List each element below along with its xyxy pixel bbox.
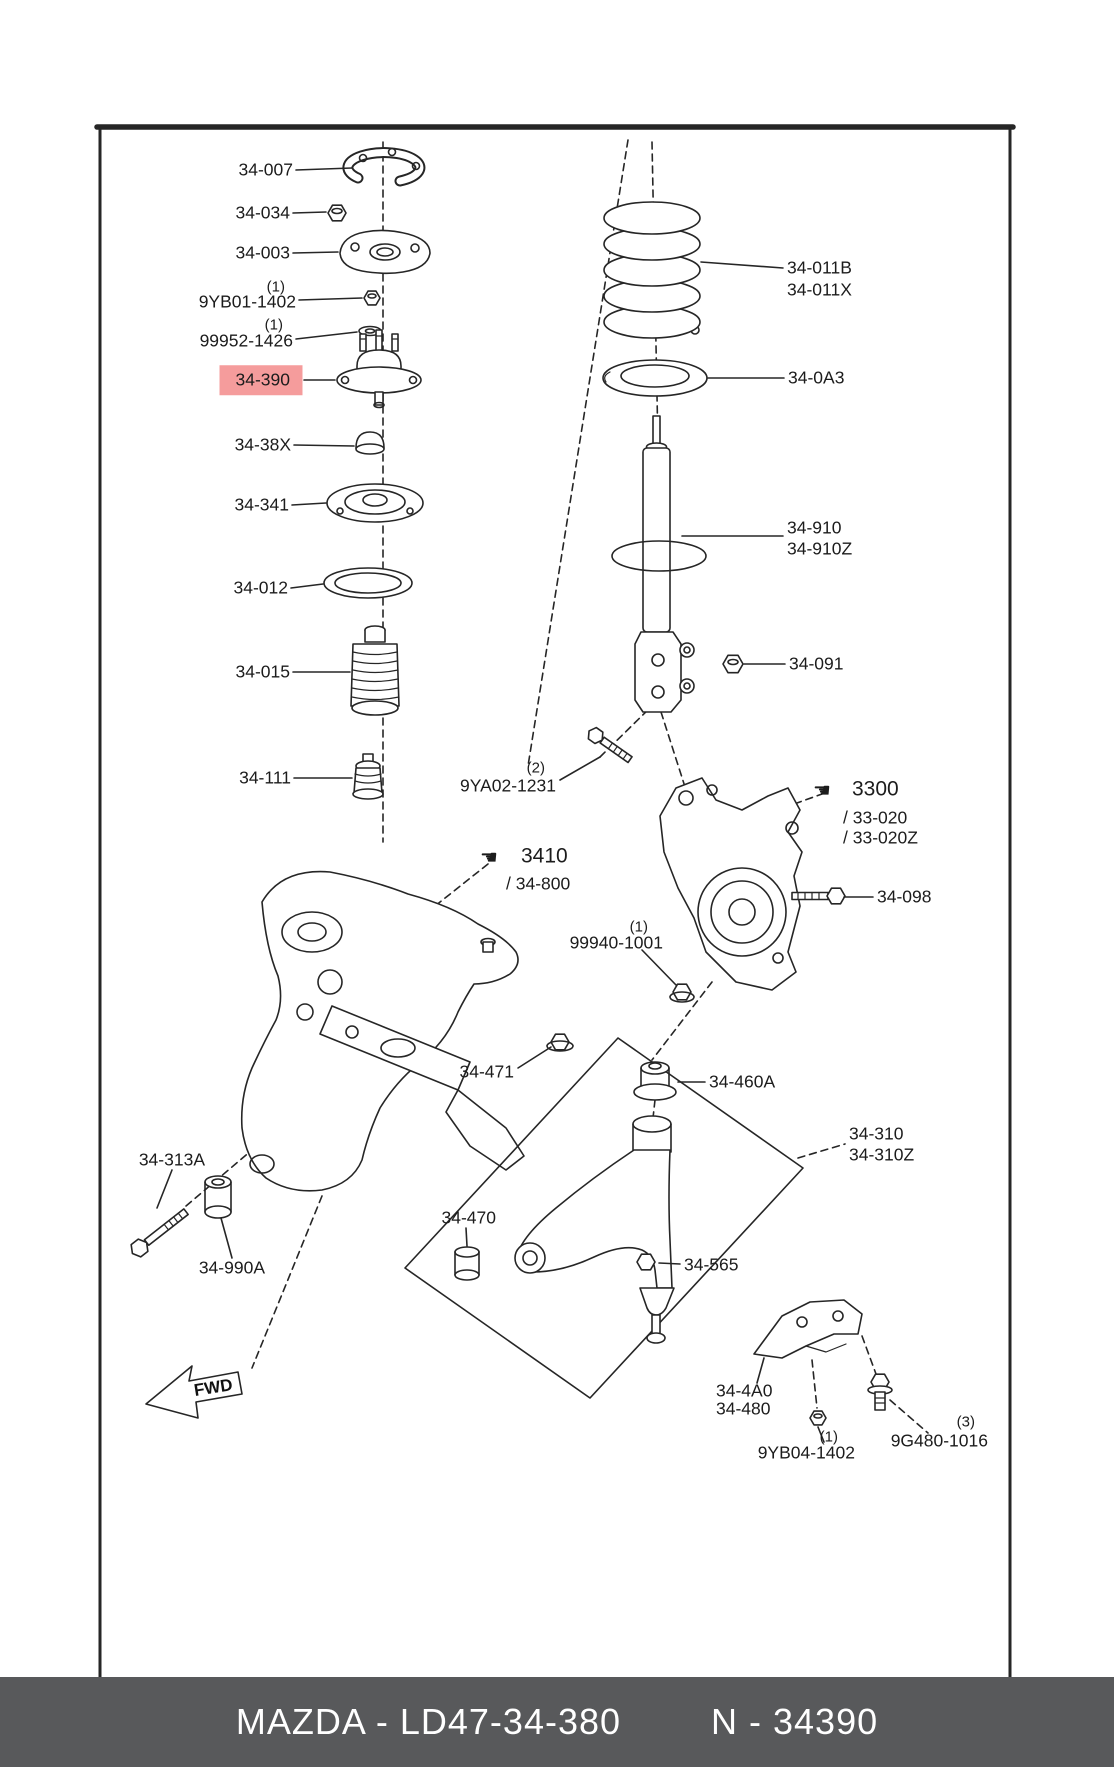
footer-part-code: MAZDA - LD47-34-380 (235, 1701, 622, 1742)
qty-9ya02-1231: (2) (526, 759, 545, 777)
bump-stop-34-111 (352, 753, 384, 800)
part-label-34-4a0: 34-4A0 (716, 1380, 773, 1401)
nut-9yb04-1402 (809, 1410, 827, 1426)
fwd-arrow: FWD (145, 1365, 243, 1419)
footer-catalog-number: N - 34390 (711, 1701, 879, 1742)
strut-mount-34-390 (336, 329, 422, 409)
part-label-34-38x: 34-38X (234, 434, 291, 455)
part-label-34-565: 34-565 (684, 1254, 739, 1275)
part-label-34-007: 34-007 (238, 159, 294, 180)
frame-border (94, 124, 1016, 1679)
part-label-34-098: 34-098 (877, 886, 932, 907)
part-label-99952-1426: 99952-1426 (199, 330, 293, 351)
part-label-34-015: 34-015 (235, 661, 291, 682)
clip-34-007 (342, 147, 426, 187)
part-label-99940-1001: 99940-1001 (569, 932, 663, 953)
part-label-34-470: 34-470 (441, 1207, 497, 1228)
part-label-33-020z: / 33-020Z (843, 827, 918, 848)
part-label-3410: 3410 (521, 844, 568, 868)
part-label-34-341: 34-341 (234, 494, 290, 515)
ring-34-012 (323, 567, 413, 599)
spring-seat-34-341 (326, 483, 424, 523)
part-label-34-471: 34-471 (459, 1061, 515, 1082)
strut-34-910 (611, 415, 707, 713)
qty-9yb04-1402: (1) (819, 1428, 838, 1446)
part-label-9ya02-1231: 9YA02-1231 (459, 775, 556, 796)
part-label-9g480-1016: 9G480-1016 (890, 1430, 988, 1451)
nut-34-565 (636, 1253, 656, 1271)
part-label-33-020: / 33-020 (843, 807, 908, 828)
coil-spring-34-011 (603, 201, 701, 339)
part-label-9yb01-1402: 9YB01-1402 (198, 291, 296, 312)
footer-bar: MAZDA - LD47-34-380 N - 34390 (0, 1677, 1114, 1767)
part-label-34-800: / 34-800 (506, 873, 571, 894)
part-label-3300: 3300 (852, 777, 899, 801)
part-label-34-390-highlighted: 34-390 (219, 365, 302, 395)
bolt-9g480-1016 (867, 1373, 893, 1411)
part-label-34-003: 34-003 (235, 242, 291, 263)
part-label-34-310: 34-310 (849, 1123, 904, 1144)
part-label-34-091: 34-091 (789, 653, 844, 674)
part-label-34-034: 34-034 (235, 202, 291, 223)
pointing-hand-icon: ☚ (813, 778, 831, 802)
bushing-34-470 (454, 1246, 480, 1281)
qty-9yb01-1402: (1) (266, 278, 285, 296)
bushing-34-990a (204, 1175, 232, 1219)
bolt-34-098 (791, 887, 846, 905)
part-label-34-012: 34-012 (233, 577, 289, 598)
part-label-34-011x: 34-011X (787, 279, 852, 300)
part-label-34-910z: 34-910Z (787, 538, 853, 559)
plate-34-003 (339, 229, 431, 275)
spring-seat-34-0a3 (602, 359, 708, 397)
nut-34-471 (546, 1033, 574, 1052)
lower-control-arm (514, 1115, 675, 1344)
nut-99940-1001 (669, 983, 695, 1003)
bushing-34-460a (633, 1061, 677, 1101)
qty-99952-1426: (1) (264, 316, 283, 334)
part-label-34-310z: 34-310Z (849, 1144, 915, 1165)
control-arm-box (404, 1037, 804, 1399)
part-label-34-313a: 34-313A (138, 1149, 205, 1170)
bolt-34-313a (130, 1208, 189, 1258)
leader-lines (156, 167, 874, 1443)
qty-99940-1001: (1) (629, 918, 648, 936)
boot-34-015 (350, 625, 400, 716)
qty-9g480-1016: (3) (956, 1413, 975, 1431)
bushing-34-38x (355, 431, 385, 455)
nut-34-034 (327, 204, 347, 222)
nut-9yb01-1402 (363, 290, 381, 306)
nut-34-091 (722, 654, 744, 674)
part-label-34-480: 34-480 (716, 1398, 771, 1419)
part-label-34-990a: 34-990A (198, 1257, 265, 1278)
part-label-34-0a3: 34-0A3 (788, 367, 845, 388)
steering-knuckle-3300 (659, 777, 803, 991)
bolt-9ya02-1231 (587, 726, 633, 764)
part-label-34-460a: 34-460A (709, 1071, 776, 1092)
pointing-hand-icon: ☚ (480, 845, 498, 869)
part-label-34-011b: 34-011B (787, 257, 852, 278)
part-label-34-111: 34-111 (239, 767, 291, 788)
part-label-34-910: 34-910 (787, 517, 842, 538)
part-label-9yb04-1402: 9YB04-1402 (757, 1442, 855, 1463)
bracket-34-4a0 (753, 1299, 863, 1359)
subframe-3410 (240, 870, 525, 1192)
